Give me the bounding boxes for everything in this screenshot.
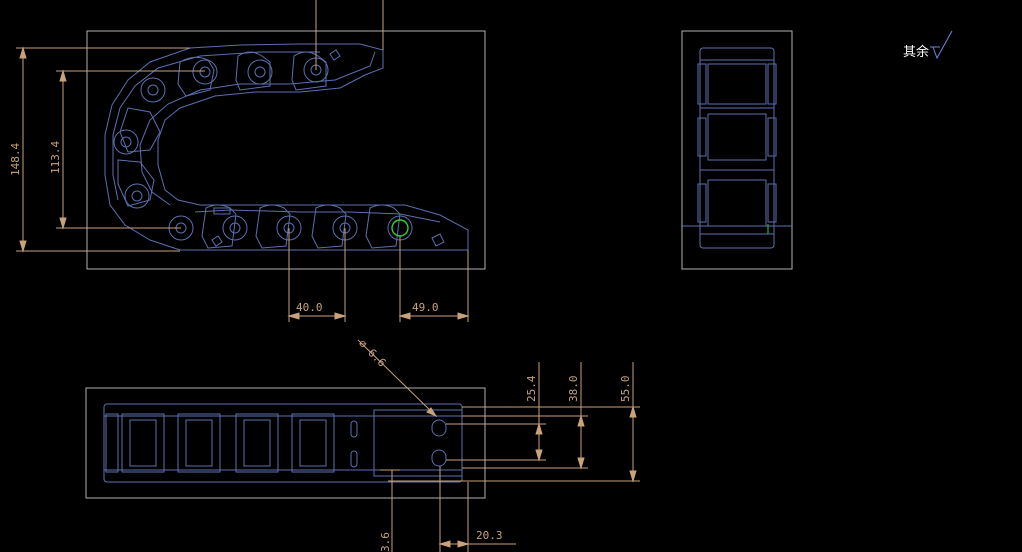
arrow [334,312,347,320]
side-link-inner [707,113,767,161]
pivot-hole [131,190,143,202]
side-flange [697,117,707,157]
arrow [438,540,451,548]
arrow [398,312,411,320]
pivot-hole [192,59,218,85]
chain-inner-contour-3 [112,51,320,201]
side-flange [767,183,777,223]
view-frames [85,30,793,499]
arrow [59,69,67,82]
diameter-leader [357,339,437,417]
arrow [457,540,470,548]
top-link [291,413,335,473]
link-body [365,204,401,249]
dim-hole-diameter: ⌀ 6.6 [356,337,389,370]
pivot-hole [199,66,211,78]
link-body [291,51,327,91]
pivot-hole [124,183,150,209]
arrow [426,407,438,418]
arrow [629,470,637,483]
link-body [311,204,347,249]
pivot-hole [254,66,266,78]
dim-end-length: 49.0 [412,301,439,314]
dim-pitch: 40.0 [296,301,323,314]
slot-hole [431,419,447,437]
pivot-hole [113,129,139,155]
arrow [19,240,27,253]
top-view-frame [85,387,486,499]
cable-chain-front-view [104,43,469,251]
end-bracket-mark [329,49,341,61]
arrow [287,312,300,320]
slot-hole [350,420,358,438]
side-flange [767,63,777,105]
dim-overall-height: 148.4 [9,143,22,176]
arrow [535,422,543,435]
arrow [577,457,585,470]
slot-hole [350,450,358,468]
arrow [629,405,637,418]
link-body [255,204,291,249]
top-link [121,413,165,473]
chain-inner-contour [139,51,376,206]
dim-25: 25.4 [525,375,538,402]
top-link [177,413,221,473]
pivot-hole [222,215,248,241]
surface-finish-note: 其余 [903,44,929,60]
end-bracket-mark [211,235,223,247]
side-flange [697,183,707,223]
dim-inner-height: 113.4 [49,141,62,174]
arrow [535,449,543,462]
link-body [119,107,161,153]
side-flange [767,117,777,157]
link-body [177,56,215,97]
surface-finish-icon [930,30,953,60]
side-link-inner [707,179,767,227]
chain-outer-contour [104,43,469,251]
dim-20: 20.3 [476,529,503,542]
side-link [699,47,775,249]
arrow [59,217,67,230]
dim-bottom-partial: 3.6 [379,532,392,552]
top-end-mount [373,409,463,477]
top-link-inner [129,419,157,467]
top-view [103,403,463,483]
top-link-inner [299,419,327,467]
front-view-frame [86,30,486,270]
dim-55: 55.0 [619,376,632,403]
link-marking [213,207,231,215]
link-body [235,51,271,91]
end-pivot-highlight [391,219,409,237]
link-body [201,204,237,249]
top-end-plate [105,413,119,473]
end-bracket-mark [431,233,445,247]
pivot-hole [247,59,273,85]
pivot-hole [140,77,166,103]
side-flange [697,63,707,105]
side-link-inner [707,63,767,105]
dimension-lines [16,0,640,552]
side-view-frame [681,30,793,270]
link-body [117,159,155,207]
pivot-hole [147,84,159,96]
slot-hole [431,449,447,467]
top-link-inner [185,419,213,467]
arrow [19,46,27,59]
top-link [235,413,279,473]
arrow [577,414,585,427]
top-link-inner [243,419,271,467]
arrow [457,312,470,320]
side-view [697,47,777,249]
dim-38: 38.0 [567,376,580,403]
chain-inner-contour-2 [194,209,441,223]
